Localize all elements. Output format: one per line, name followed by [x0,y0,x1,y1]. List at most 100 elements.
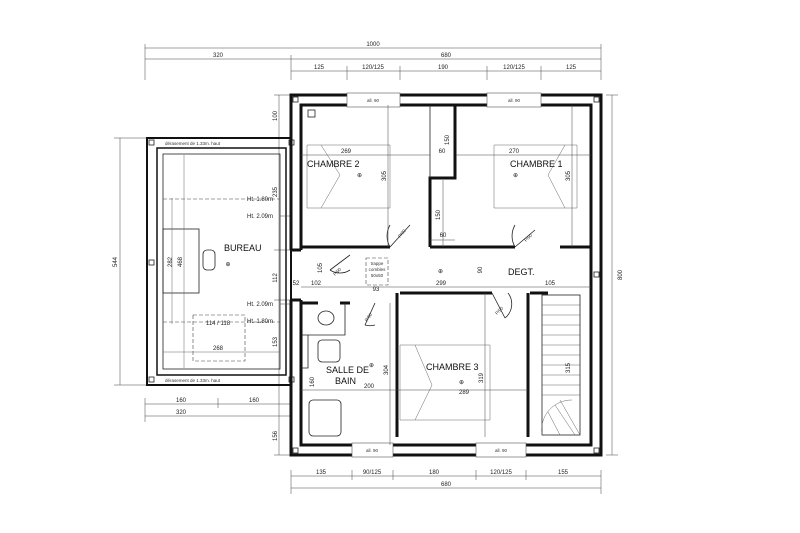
dim-top-seg: 190 [438,65,449,71]
dim-ch2-h: 305 [382,170,388,181]
room-label-bureau: BUREAU [224,243,262,253]
hatch-label: combles [369,267,387,272]
dim-bottom-total: 680 [441,482,452,488]
dim-bottom-seg: 90/125 [363,470,382,476]
dim-bottom-seg: 180 [429,470,440,476]
dim-bureau-seg: 160 [176,398,187,404]
dim-side-seg: 156 [273,430,279,441]
light-point-icon: ⊕ [513,173,518,179]
roof-window [192,314,246,362]
fixtures: trappe combles 50x50 [308,257,581,437]
door-label: P/90 [364,312,374,323]
attic-hatch [365,257,389,286]
dim-sdb: 304 [384,364,390,375]
derasement-note-bottom: dérasement de 1.33m. haut [165,378,221,383]
top-dimensions: 1000 320 680 125 120/125 190 120/125 125 [144,42,602,80]
bureau-annex: dérasement de 1.33m. haut dérasement de … [146,137,295,386]
window [351,442,394,458]
dim-right-total: 800 [618,269,624,280]
dim-ch3-h: 319 [479,372,485,383]
dim-bottom-seg: 120/125 [490,470,512,476]
dim-ch3-w: 289 [459,390,470,396]
dim-ch1-w: 270 [509,149,520,155]
dim-top-right: 680 [441,53,452,59]
dim-degt: 299 [436,281,447,287]
toilet [317,310,335,326]
room-label-chambre2: CHAMBRE 2 [307,159,360,169]
dim-side-seg: 100 [273,110,279,121]
room-label-chambre1: CHAMBRE 1 [510,159,563,169]
room-labels: CHAMBRE 2 CHAMBRE 1 CHAMBRE 3 SALLE DE B… [307,159,563,386]
dim-degt: 90 [478,266,484,273]
dim-bottom-seg: 135 [316,470,327,476]
window [346,92,401,108]
dim-bureau-282: 282 [168,256,174,267]
dim-passage: 52 [293,281,300,287]
side-dimensions: 544 800 100 235 112 153 156 [113,94,624,456]
windows: all. 90 all. 90 all. 90 all. 90 [346,92,542,458]
bottom-dimensions: 160 160 320 135 90/125 180 120/125 155 6… [144,398,602,494]
light-point-icon: ⊕ [438,269,443,275]
dim-bureau-seg: 160 [249,398,260,404]
dim-left-total: 544 [113,256,119,267]
dim-bureau-total: 320 [176,410,187,416]
light-point-icon: ⊕ [369,363,374,369]
dim-closet: 150 [436,209,442,220]
door-label: P/90 [332,266,342,276]
room-label-degagement: DEGT. [508,267,535,277]
height-note: Ht. 1.80m [247,197,273,203]
dim-top-seg: 120/125 [503,65,525,71]
light-point-icon: ⊕ [459,380,464,386]
dim-sdb: 160 [310,376,316,387]
dim-side-seg: 153 [273,336,279,347]
height-note: Ht. 1.80m [247,319,273,325]
dim-passage: 105 [318,262,324,273]
room-label-salle-de-bain: BAIN [335,376,356,386]
dim-closet: 150 [445,134,451,145]
dim-stair: 315 [566,362,572,373]
dim-top-total: 1000 [366,42,380,48]
room-label-salle-de-bain: SALLE DE [326,365,369,375]
window-label: all. 90 [367,98,380,103]
dim-closet: 60 [439,149,446,155]
dim-top-seg: 120/125 [362,65,384,71]
room-label-chambre3: CHAMBRE 3 [426,362,479,372]
dim-bureau-114: 114 / 118 [206,321,231,327]
dim-passage: 93 [373,287,380,293]
dim-sdb: 200 [364,384,375,390]
bathtub [308,399,342,437]
window-label: all. 90 [366,448,379,453]
staircase [541,294,581,436]
door-label: P/90 [523,232,533,242]
dim-degt: 105 [545,281,556,287]
door-label: P/90 [397,228,407,239]
height-note: Ht. 2.09m [247,214,273,220]
dim-passage: 102 [311,281,322,287]
dim-bottom-seg: 155 [558,470,569,476]
dim-top-seg: 125 [566,65,577,71]
window-label: all. 90 [508,98,521,103]
sink [317,339,341,363]
interior-walls [301,105,591,437]
dim-side-seg: 235 [273,186,279,197]
hatch-label: 50x50 [371,273,384,278]
dim-side-seg: 112 [273,273,279,283]
desk [162,228,200,294]
height-note: Ht. 2.09m [247,302,273,308]
interior-dimensions: 269 305 270 305 150 60 150 60 52 102 105… [293,105,591,445]
dim-top-seg: 125 [314,65,325,71]
dim-ch1-h: 305 [566,170,572,181]
dim-bureau-468: 468 [178,256,184,267]
window [486,92,542,108]
dim-top-left: 320 [213,53,224,59]
bed-chambre1 [493,144,578,209]
window-label: all. 90 [495,448,508,453]
office-chair [202,249,216,271]
house-walls [289,93,603,457]
door-label: P/90 [494,305,504,315]
dim-closet: 60 [440,233,447,239]
light-point-icon: ⊕ [225,262,230,268]
bed-chambre3 [399,344,491,421]
dim-bureau-268: 268 [213,346,224,352]
